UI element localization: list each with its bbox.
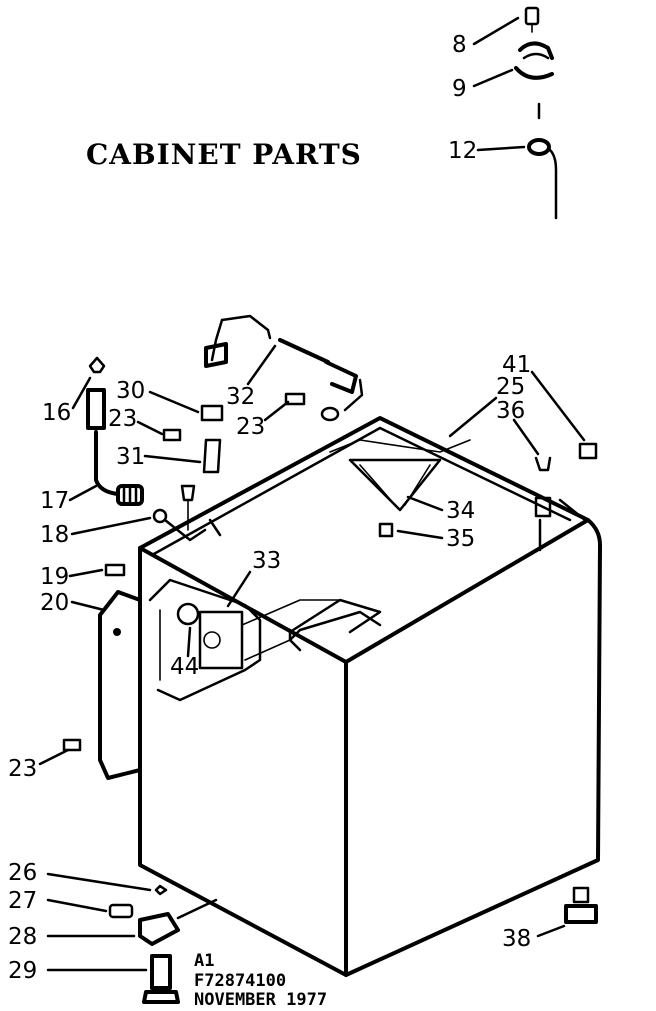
diagram-title: CABINET PARTS bbox=[86, 138, 362, 171]
catalog-code-block: A1 F72874100 NOVEMBER 1977 bbox=[194, 951, 327, 1010]
part-12-grommet bbox=[527, 138, 551, 156]
callout-41: 41 bbox=[502, 352, 531, 378]
top-hose-assembly bbox=[514, 6, 558, 220]
callout-8: 8 bbox=[452, 32, 467, 58]
callout-labels: 8 9 12 16 30 32 23 23 31 17 18 19 20 33 … bbox=[8, 32, 531, 984]
part-9-clamp bbox=[514, 41, 554, 80]
part-8-screw bbox=[524, 6, 540, 26]
callout-12: 12 bbox=[448, 138, 477, 164]
left-hose-assembly bbox=[86, 356, 168, 524]
part-17-hose bbox=[94, 430, 120, 496]
callout-28: 28 bbox=[8, 924, 37, 950]
lid-switch-parts bbox=[104, 404, 224, 577]
rear-leg-assembly bbox=[564, 886, 598, 924]
part-16-cap bbox=[88, 356, 106, 374]
part-16-valve bbox=[86, 388, 106, 430]
part-34-bracket bbox=[348, 458, 442, 512]
cabinet-body bbox=[138, 416, 602, 977]
callout-9: 9 bbox=[452, 76, 467, 102]
connector bbox=[204, 342, 228, 368]
rear-right-parts bbox=[534, 442, 598, 472]
part-38-leg bbox=[564, 904, 598, 924]
leader-lines bbox=[38, 16, 586, 972]
part-27-spring bbox=[108, 903, 134, 919]
part-30-clip bbox=[200, 404, 224, 422]
callout-31: 31 bbox=[116, 444, 145, 470]
callout-35: 35 bbox=[446, 526, 475, 552]
callout-23-b: 23 bbox=[236, 414, 265, 440]
part-28-bracket bbox=[138, 912, 180, 946]
callout-23-a: 23 bbox=[108, 406, 137, 432]
catalog-revision: A1 bbox=[194, 951, 214, 971]
callout-32: 32 bbox=[226, 384, 255, 410]
callout-17: 17 bbox=[40, 488, 69, 514]
part-35-plug bbox=[378, 522, 394, 538]
control-panel-area bbox=[98, 578, 341, 780]
callout-29: 29 bbox=[8, 958, 37, 984]
callout-20: 20 bbox=[40, 590, 69, 616]
callout-27: 27 bbox=[8, 888, 37, 914]
part-20-panel bbox=[98, 590, 142, 780]
inlet-hose-segment bbox=[548, 148, 558, 220]
part-33-switch bbox=[198, 610, 244, 670]
part-26-washer bbox=[154, 884, 168, 896]
callout-33: 33 bbox=[252, 548, 281, 574]
catalog-date: NOVEMBER 1977 bbox=[194, 990, 327, 1010]
callout-18: 18 bbox=[40, 522, 69, 548]
leveling-leg-assembly bbox=[108, 884, 218, 1004]
part-36-clip bbox=[534, 456, 552, 472]
part-29-leg bbox=[150, 954, 172, 990]
part-41-fastener bbox=[578, 442, 598, 460]
wire-harness bbox=[204, 314, 364, 422]
catalog-part-number: F72874100 bbox=[194, 971, 286, 991]
callout-25: 25 bbox=[496, 374, 525, 400]
callout-26: 26 bbox=[8, 860, 37, 886]
callout-44: 44 bbox=[170, 654, 199, 680]
callout-34: 34 bbox=[446, 498, 475, 524]
callout-30: 30 bbox=[116, 378, 145, 404]
part-44-knob bbox=[176, 602, 200, 626]
part-18-washer bbox=[152, 508, 168, 524]
callout-38: 38 bbox=[502, 926, 531, 952]
part-23-screw-a bbox=[162, 428, 182, 442]
part-19-screw bbox=[104, 563, 126, 577]
part-31-switch bbox=[202, 438, 222, 474]
callout-36: 36 bbox=[496, 398, 525, 424]
callout-19: 19 bbox=[40, 564, 69, 590]
callout-23-c: 23 bbox=[8, 756, 37, 782]
callout-16: 16 bbox=[42, 400, 71, 426]
part-32-wire bbox=[278, 338, 330, 364]
